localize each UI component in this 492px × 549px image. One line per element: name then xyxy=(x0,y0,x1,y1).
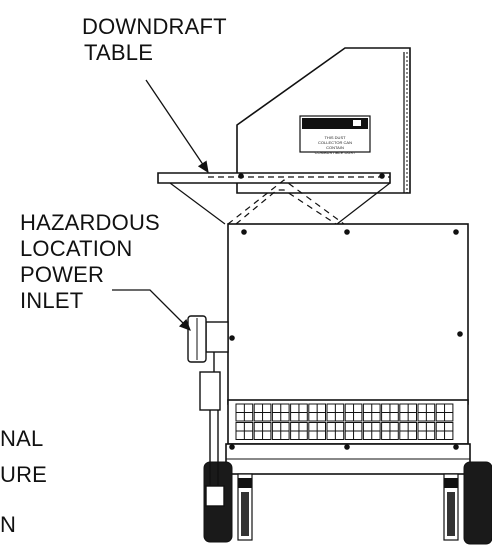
grille-cell-divider xyxy=(308,422,326,440)
downdraft-table-label: DOWNDRAFT TABLE xyxy=(82,14,227,66)
leader-downdraft xyxy=(145,79,209,174)
cabinet-body xyxy=(227,223,469,405)
funnel-dashed-2 xyxy=(235,189,337,225)
funnel-dashed xyxy=(227,179,345,225)
warning-plate-text: THIS DUST COLLECTOR CAN CONTAIN COMBUSTI… xyxy=(302,135,368,155)
tray-support-left xyxy=(169,182,226,225)
grille-cell-divider xyxy=(254,422,271,440)
warning-plate xyxy=(299,115,371,153)
grille-cell-divider xyxy=(363,404,381,421)
grille-cell-divider xyxy=(381,404,399,421)
inlet-flange xyxy=(205,321,229,353)
plate-line-1: THIS DUST xyxy=(324,135,346,140)
partial-line-3: N xyxy=(0,512,17,537)
hazardous-line-3: POWER xyxy=(20,262,105,287)
grille-cell-divider xyxy=(363,422,381,440)
tray-support-right xyxy=(336,182,391,225)
grille-cell-divider xyxy=(236,422,253,440)
plate-line-3: CONTAIN xyxy=(326,145,344,150)
grille-cell-divider xyxy=(418,422,435,440)
plate-line-2: COLLECTOR CAN xyxy=(318,140,352,145)
grille-cell-divider xyxy=(345,422,362,440)
grille-cell-divider xyxy=(254,404,271,421)
partial-line-1: NAL xyxy=(0,426,44,451)
leader-lines xyxy=(112,79,209,331)
hazardous-line-1: HAZARDOUS xyxy=(20,210,160,235)
grille-cell-divider xyxy=(290,404,308,421)
grille-cell-divider xyxy=(236,404,253,421)
base-frame xyxy=(225,443,471,475)
grille-cell-divider xyxy=(327,404,344,421)
hazardous-line-4: INLET xyxy=(20,288,84,313)
downdraft-line-2: TABLE xyxy=(84,40,154,65)
downdraft-line-1: DOWNDRAFT xyxy=(82,14,227,39)
vent-grille-icon xyxy=(235,403,454,440)
grille-cell-divider xyxy=(345,404,362,421)
hazardous-inlet-label: HAZARDOUS LOCATION POWER INLET xyxy=(20,210,160,314)
grille-cell-divider xyxy=(436,422,453,440)
table-tray xyxy=(157,172,391,184)
grille-cell-divider xyxy=(272,404,290,421)
partial-line-2: URE xyxy=(0,462,48,487)
grille-cell-divider xyxy=(327,422,344,440)
leader-inlet xyxy=(112,289,191,331)
power-inlet-icon xyxy=(187,315,229,507)
downdraft-hood xyxy=(157,47,411,225)
grille-cell-divider xyxy=(399,422,417,440)
grille-cell-divider xyxy=(381,422,399,440)
warning-plate-header xyxy=(302,118,368,129)
grille-cell-divider xyxy=(418,404,435,421)
grille-cell-divider xyxy=(272,422,290,440)
plate-line-4: COMBUSTIBLE DUST xyxy=(314,150,356,155)
hood-bolt-right xyxy=(379,173,385,179)
wheel-right xyxy=(443,461,492,545)
partial-cropped-label: NAL URE N xyxy=(0,426,48,538)
grille-cell-divider xyxy=(308,404,326,421)
grille-cell-divider xyxy=(436,404,453,421)
hood-bolt xyxy=(238,173,244,179)
grille-cell-divider xyxy=(399,404,417,421)
grille-cell-divider xyxy=(290,422,308,440)
hazardous-line-2: LOCATION xyxy=(20,236,133,261)
conduit-box xyxy=(199,371,221,411)
